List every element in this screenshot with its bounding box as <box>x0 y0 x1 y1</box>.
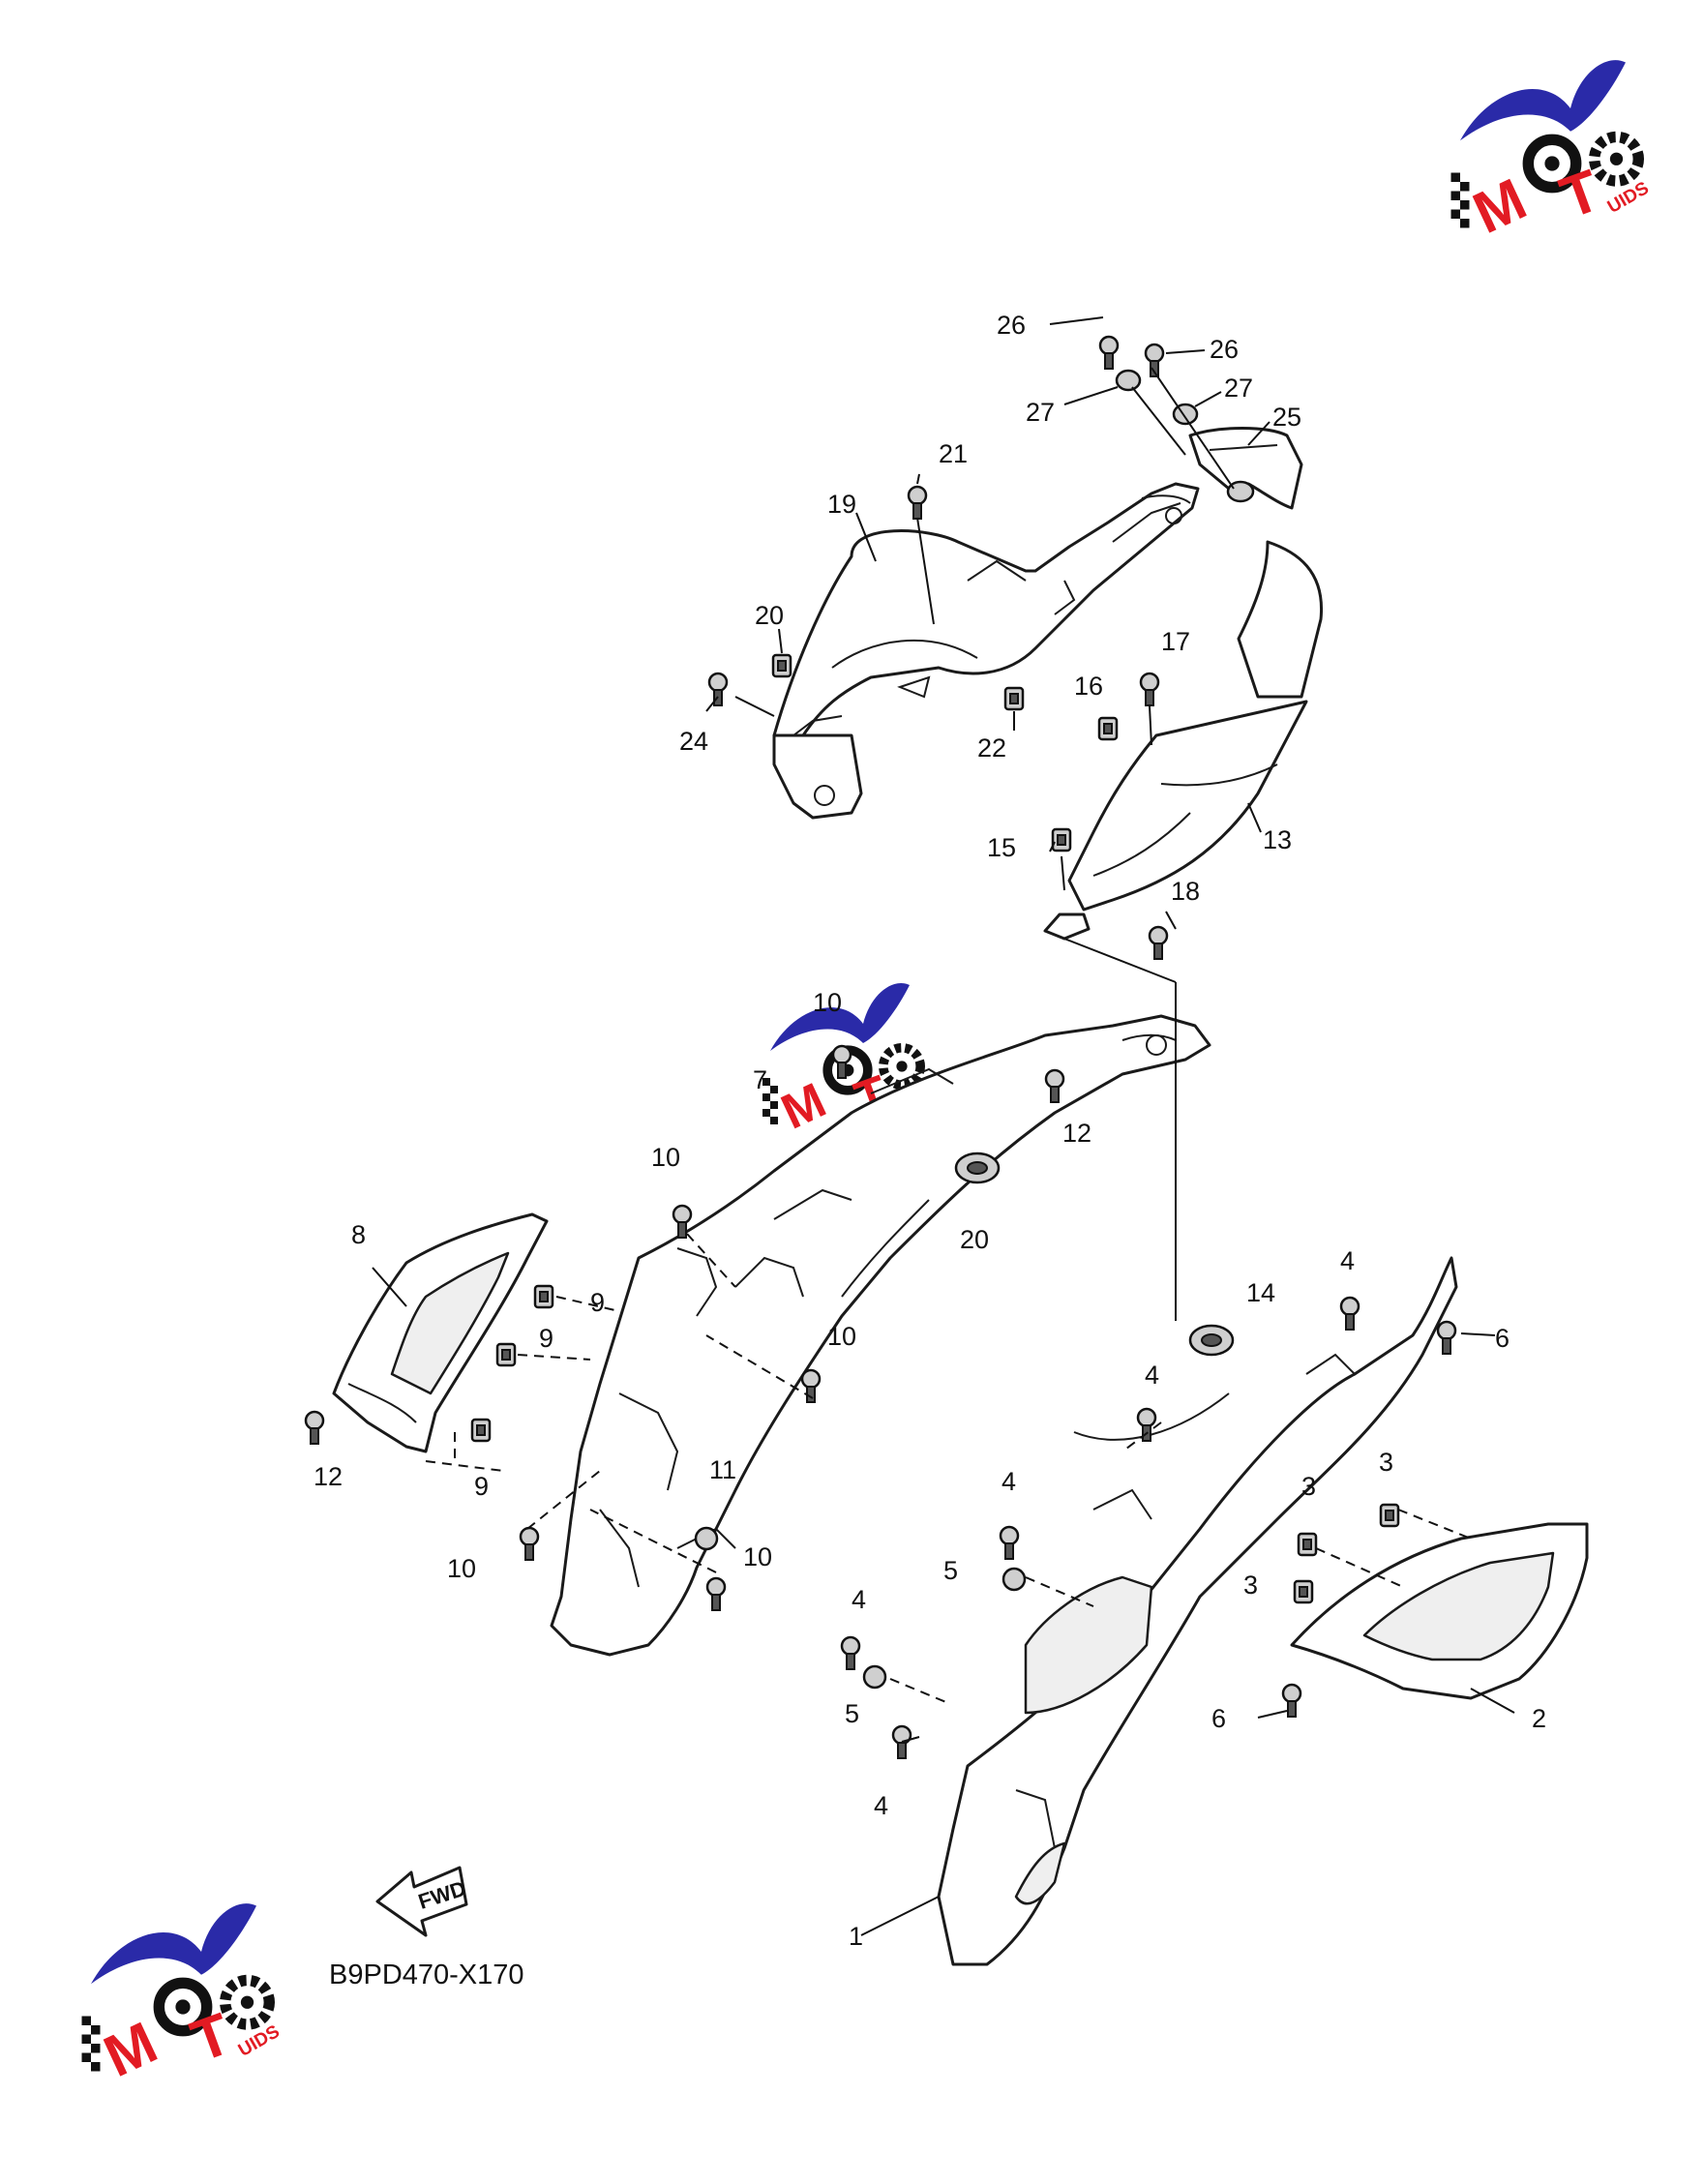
callout-6-a: 6 <box>1495 1324 1510 1353</box>
part-8-left-panel <box>332 1212 549 1453</box>
part-9-clip-c <box>470 1418 492 1443</box>
part-16-nut <box>1097 716 1119 741</box>
part-24-bolt <box>707 672 729 707</box>
part-21-clip <box>771 653 792 678</box>
part-25-bracket <box>1188 427 1303 510</box>
part-27-washer-a <box>1115 369 1142 392</box>
part-13-side-cover <box>1043 540 1324 941</box>
part-18-bolt <box>1148 925 1169 961</box>
part-15-clip <box>1051 827 1072 853</box>
part-14-grommet <box>1188 1324 1235 1357</box>
callout-4-e: 4 <box>874 1791 888 1820</box>
callout-10-e: 10 <box>743 1542 772 1571</box>
callout-23: 21 <box>939 439 968 468</box>
callout-5-b: 5 <box>845 1699 859 1728</box>
callout-3-c: 3 <box>1243 1571 1258 1600</box>
callout-9-a: 9 <box>590 1288 605 1317</box>
part-4-bolt-d <box>840 1635 861 1671</box>
callout-4-d: 4 <box>852 1585 866 1614</box>
logo-watermark-bottom-left <box>82 1903 284 2089</box>
callout-27-b: 27 <box>1224 374 1253 403</box>
callout-3-b: 3 <box>1379 1448 1393 1477</box>
callout-2: 2 <box>1532 1704 1546 1733</box>
callout-12-a: 12 <box>1062 1119 1091 1148</box>
part-4-bolt-a <box>1339 1296 1360 1331</box>
callout-27-a: 27 <box>1026 398 1055 427</box>
part-27-washer-b <box>1172 403 1199 426</box>
callout-9-b: 9 <box>539 1324 553 1353</box>
callout-4-b: 4 <box>1145 1361 1159 1390</box>
part-4-bolt-b <box>1136 1407 1157 1443</box>
callout-11: 11 <box>709 1455 736 1484</box>
callout-12-b: 12 <box>314 1462 343 1491</box>
part-3-clip-c <box>1293 1579 1314 1604</box>
part-10-bolt-e <box>705 1576 727 1612</box>
part-19-upper-panel <box>772 482 1200 820</box>
part-9-clip-a <box>533 1284 554 1309</box>
callout-10-b: 10 <box>651 1143 680 1172</box>
part-3-clip-a <box>1297 1532 1318 1557</box>
part-7-main-cover <box>550 1014 1211 1657</box>
part-4-bolt-c <box>999 1525 1020 1561</box>
callout-15: 15 <box>987 833 1016 862</box>
part-10-bolt-d <box>519 1526 540 1562</box>
logo-watermark-top-right <box>1451 60 1653 246</box>
callout-26-a: 26 <box>997 311 1026 340</box>
callout-10-c: 10 <box>827 1322 856 1351</box>
callout-19: 19 <box>827 490 856 519</box>
callout-18: 18 <box>1171 877 1200 906</box>
part-17-bolt <box>1139 672 1160 707</box>
part-11-cap <box>694 1526 719 1551</box>
callout-14: 14 <box>1246 1278 1275 1307</box>
callout-16: 16 <box>1074 672 1103 701</box>
part-20-grommet <box>954 1152 1001 1184</box>
leader-lines <box>372 316 1515 1936</box>
part-26-bolt-a <box>1098 335 1120 371</box>
callout-22: 22 <box>977 733 1006 763</box>
part-6-screw-a <box>1436 1320 1457 1356</box>
part-4-bolt-e <box>891 1724 912 1760</box>
callout-10-a: 10 <box>813 988 842 1017</box>
part-1-lower-side-cover <box>937 1256 1458 1966</box>
callout-8: 8 <box>351 1220 366 1249</box>
callout-1: 1 <box>849 1922 863 1951</box>
callout-13: 13 <box>1263 825 1292 854</box>
callout-5-a: 5 <box>943 1556 958 1585</box>
forward-arrow-icon: FWD <box>375 1866 469 1937</box>
callout-4-a: 4 <box>1340 1246 1355 1275</box>
callout-21: 20 <box>755 601 784 630</box>
callout-10-d: 10 <box>447 1554 476 1583</box>
callout-26-b: 26 <box>1210 335 1239 364</box>
part-12-screw-b <box>304 1410 325 1446</box>
part-22-clip <box>1003 686 1025 711</box>
callout-4-c: 4 <box>1001 1467 1016 1496</box>
callout-6-b: 6 <box>1211 1704 1226 1733</box>
part-2-lower-right-panel <box>1290 1522 1589 1700</box>
part-5-collar-a <box>1001 1567 1027 1592</box>
part-3-clip-b <box>1379 1503 1400 1528</box>
part-9-clip-b <box>495 1342 517 1367</box>
callout-3-a: 3 <box>1301 1472 1316 1501</box>
diagram-code: B9PD470-X170 <box>329 1960 524 1990</box>
callout-9-c: 9 <box>474 1472 489 1501</box>
part-23-bolt <box>907 485 928 521</box>
part-5-collar-b <box>862 1664 887 1690</box>
callout-20: 20 <box>960 1225 989 1254</box>
callout-25: 25 <box>1272 403 1301 432</box>
callout-24: 24 <box>679 727 708 756</box>
callout-labels: 26 26 27 27 25 21 19 20 24 22 17 16 13 1… <box>314 311 1546 1951</box>
callout-7: 7 <box>753 1065 767 1094</box>
callout-17: 17 <box>1161 627 1190 656</box>
